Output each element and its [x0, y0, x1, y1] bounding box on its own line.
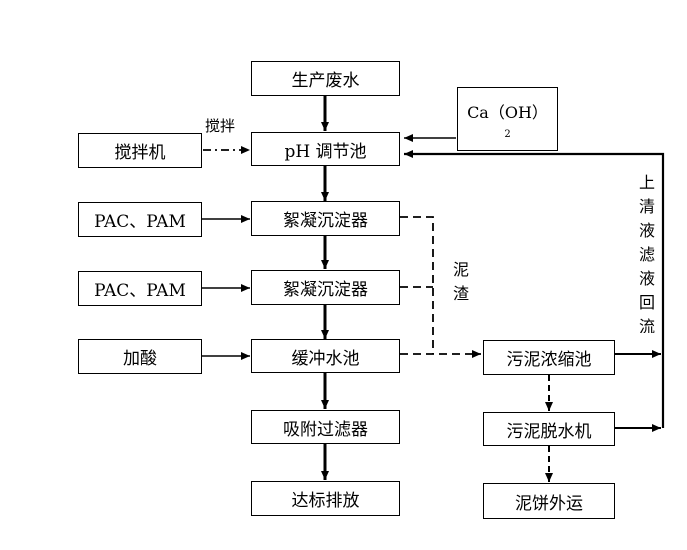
adsorb-filter-box: 吸附过滤器	[251, 410, 400, 444]
sludge-thickener-box: 污泥浓缩池	[483, 340, 615, 375]
return-flow-label: 上 清 液 滤 液 回 流	[638, 173, 655, 333]
cake-out-box: 泥饼外运	[483, 483, 615, 519]
mixer-box: 搅拌机	[78, 133, 202, 168]
sludge-line-floc1	[400, 216, 434, 354]
floc-settler-box-1: 絮凝沉淀器	[251, 201, 400, 236]
buffer-tank-box: 缓冲水池	[251, 339, 400, 373]
caoh-box: Ca（OH） 2	[457, 87, 558, 151]
wastewater-box: 生产废水	[251, 61, 400, 96]
return-line	[404, 150, 665, 428]
discharge-box: 达标排放	[251, 481, 400, 516]
pac-pam-box-2: PAC、PAM	[78, 271, 202, 306]
sludge-residue-label: 泥 渣	[452, 260, 469, 303]
pac-pam-box-1: PAC、PAM	[78, 202, 202, 237]
ph-tank-box: pH 调节池	[251, 132, 400, 166]
sludge-dewater-box: 污泥脱水机	[483, 412, 615, 446]
floc-settler-box-2: 絮凝沉淀器	[251, 270, 400, 305]
caoh-subscript: 2	[504, 128, 511, 140]
acid-box: 加酸	[78, 339, 202, 374]
stir-label: 搅拌	[205, 117, 236, 135]
caoh-formula: Ca（OH）	[467, 102, 548, 122]
